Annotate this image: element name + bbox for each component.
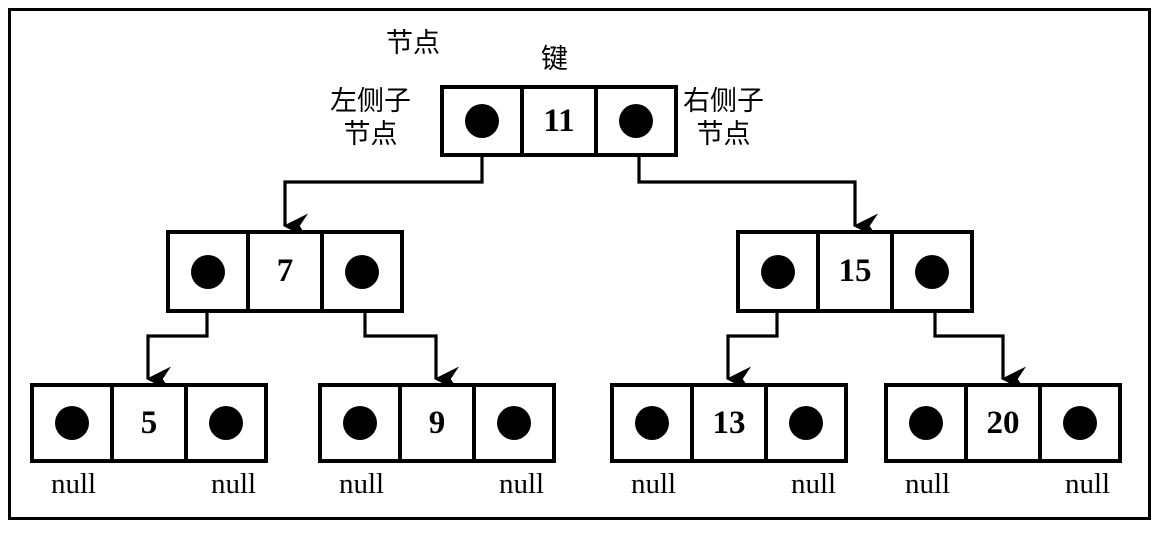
tree-node-20[interactable]: 20 — [884, 383, 1122, 463]
right-pointer-cell[interactable] — [476, 387, 552, 459]
tree-node-11[interactable]: 11 — [440, 85, 678, 157]
left-pointer-dot-icon — [55, 406, 90, 440]
key-value: 9 — [428, 404, 446, 441]
annotation-left-child: 左侧子 节点 — [330, 86, 411, 150]
null-label-n20-left: null — [904, 468, 951, 500]
left-pointer-cell[interactable] — [614, 387, 690, 459]
key-cell: 5 — [110, 387, 188, 459]
key-value: 11 — [543, 102, 575, 139]
right-pointer-dot-icon — [208, 406, 243, 440]
left-pointer-cell[interactable] — [34, 387, 110, 459]
left-pointer-cell[interactable] — [444, 89, 520, 153]
diagram-border — [8, 8, 1151, 520]
annotation-key: 键 — [541, 44, 568, 75]
annotation-node: 节点 — [386, 28, 440, 59]
right-pointer-dot-icon — [496, 406, 531, 440]
key-value: 7 — [276, 253, 294, 289]
tree-node-13[interactable]: 13 — [610, 383, 848, 463]
null-label-n5-right: null — [210, 468, 257, 500]
key-cell: 13 — [690, 387, 768, 459]
key-cell: 9 — [398, 387, 476, 459]
left-pointer-dot-icon — [761, 254, 796, 289]
tree-node-7[interactable]: 7 — [166, 230, 404, 313]
null-label-n5-left: null — [50, 468, 97, 500]
key-cell: 7 — [246, 234, 324, 309]
right-pointer-dot-icon — [1062, 406, 1097, 440]
key-value: 13 — [712, 404, 746, 441]
key-cell: 20 — [964, 387, 1042, 459]
right-pointer-dot-icon — [914, 254, 949, 289]
null-label-n13-right: null — [790, 468, 837, 500]
tree-node-15[interactable]: 15 — [736, 230, 974, 313]
key-value: 15 — [838, 253, 872, 289]
null-label-n13-left: null — [630, 468, 677, 500]
left-pointer-cell[interactable] — [170, 234, 246, 309]
right-pointer-dot-icon — [344, 254, 379, 289]
right-pointer-cell[interactable] — [188, 387, 264, 459]
null-label-n9-right: null — [498, 468, 545, 500]
annotation-right-child: 右侧子 节点 — [683, 86, 764, 150]
right-pointer-dot-icon — [618, 104, 653, 138]
key-value: 20 — [986, 404, 1020, 441]
left-pointer-cell[interactable] — [888, 387, 964, 459]
left-pointer-dot-icon — [465, 104, 500, 138]
left-pointer-dot-icon — [635, 406, 670, 440]
key-cell: 11 — [520, 89, 598, 153]
right-pointer-dot-icon — [788, 406, 823, 440]
key-value: 5 — [140, 404, 158, 441]
null-label-n9-left: null — [338, 468, 385, 500]
tree-node-5[interactable]: 5 — [30, 383, 268, 463]
null-label-n20-right: null — [1064, 468, 1111, 500]
right-pointer-cell[interactable] — [324, 234, 400, 309]
left-pointer-dot-icon — [191, 254, 226, 289]
right-pointer-cell[interactable] — [1042, 387, 1118, 459]
right-pointer-cell[interactable] — [598, 89, 674, 153]
right-pointer-cell[interactable] — [894, 234, 970, 309]
left-pointer-cell[interactable] — [322, 387, 398, 459]
right-pointer-cell[interactable] — [768, 387, 844, 459]
key-cell: 15 — [816, 234, 894, 309]
left-pointer-dot-icon — [343, 406, 378, 440]
left-pointer-cell[interactable] — [740, 234, 816, 309]
tree-node-9[interactable]: 9 — [318, 383, 556, 463]
left-pointer-dot-icon — [909, 406, 944, 440]
